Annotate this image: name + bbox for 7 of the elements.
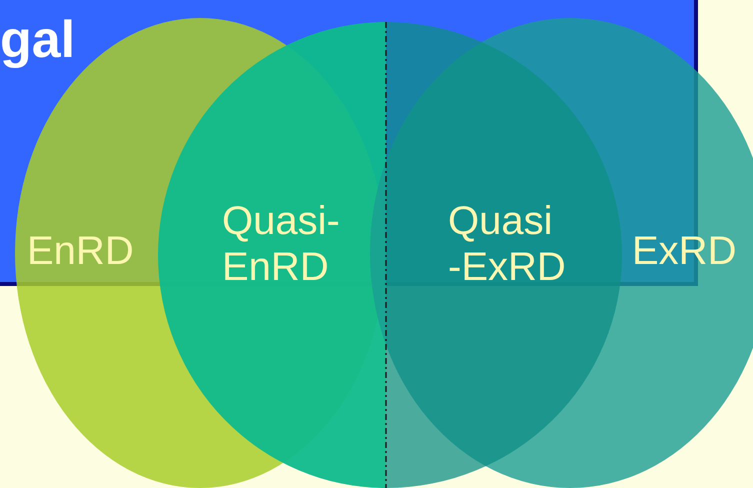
overlap-region: [386, 22, 622, 488]
set-label: Quasi -ExRD: [448, 198, 567, 290]
set-label: Quasi- EnRD: [222, 198, 341, 290]
set-label: EnRD: [27, 228, 135, 274]
slide-text: gal: [0, 10, 76, 70]
set-label: ExRD: [632, 228, 738, 274]
overlap-region: [158, 22, 386, 488]
